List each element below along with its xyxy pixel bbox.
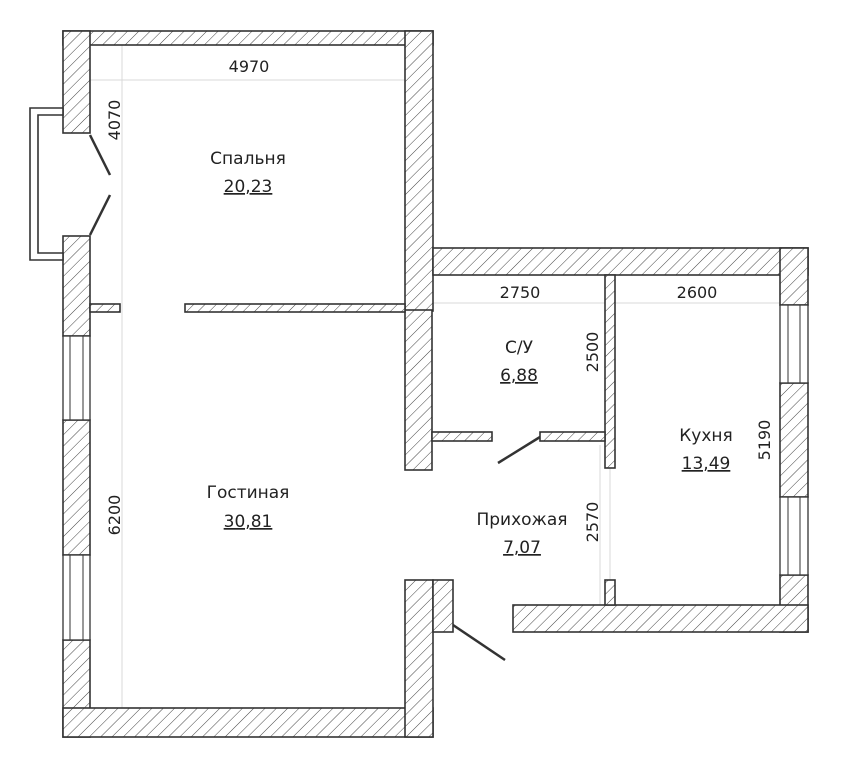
living-room-name: Гостиная: [207, 483, 290, 503]
hallway-area: 7,07: [503, 538, 541, 558]
windows: [62, 304, 809, 641]
outer-walls: [62, 30, 809, 738]
dim-bedroom-depth: 4070: [105, 100, 124, 141]
kitchen-area: 13,49: [682, 454, 731, 474]
dim-kitchen-width: 2600: [677, 283, 718, 302]
bathroom-name: С/У: [505, 338, 534, 358]
doors: [88, 134, 541, 662]
kitchen-name: Кухня: [679, 426, 733, 446]
bedroom-name: Спальня: [210, 149, 286, 169]
bathroom-area: 6,88: [500, 366, 538, 386]
dim-kitchen-depth: 5190: [755, 420, 774, 461]
dim-hallway-depth: 2570: [583, 502, 602, 543]
bedroom-area: 20,23: [224, 177, 273, 197]
balcony: [29, 107, 64, 261]
dim-living-depth: 6200: [105, 495, 124, 536]
dim-bathroom-depth: 2500: [583, 332, 602, 373]
dim-bedroom-width: 4970: [229, 57, 270, 76]
living-room-area: 30,81: [224, 512, 273, 532]
interior-walls: [89, 274, 616, 606]
hallway-name: Прихожая: [476, 510, 567, 530]
dim-bathroom-width: 2750: [500, 283, 541, 302]
